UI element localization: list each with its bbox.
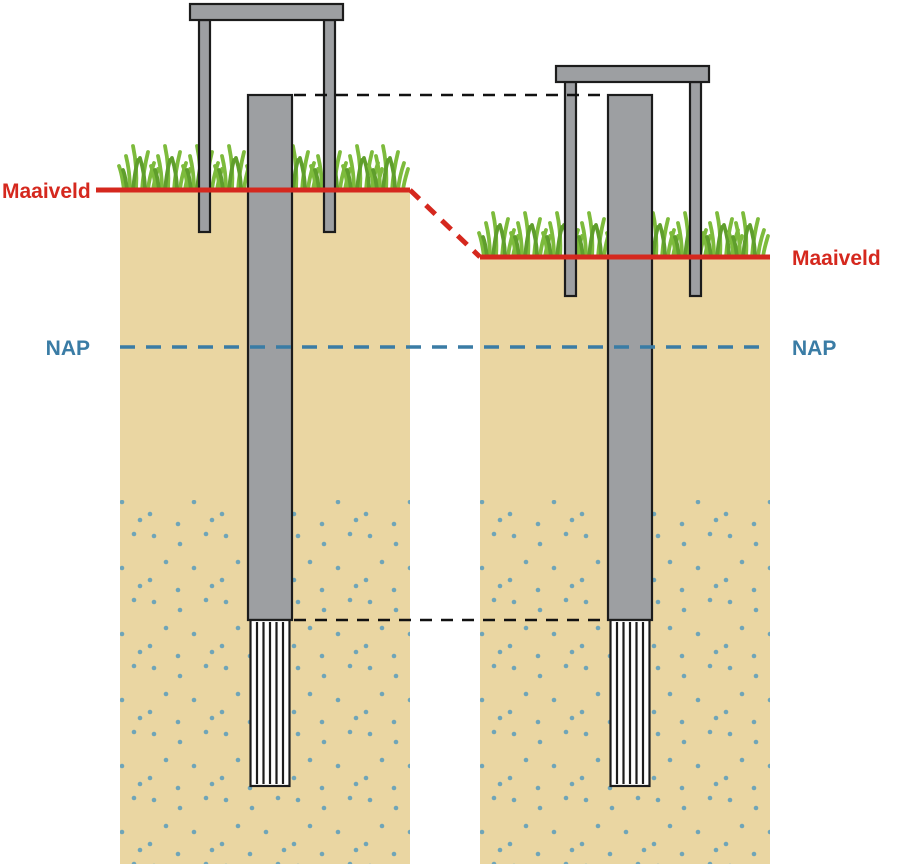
monitoring-well-left <box>188 2 345 788</box>
well-cap-leg-left <box>563 80 578 298</box>
well-cap-top-right <box>554 64 711 84</box>
well-filter-left <box>249 618 291 788</box>
well-cap-leg-right <box>688 80 703 298</box>
maaiveld-label-left: Maaiveld <box>2 180 91 203</box>
well-filter-right <box>609 618 651 788</box>
filter-slots-right <box>615 622 645 784</box>
well-cap-top-left <box>188 2 345 22</box>
maaiveld-line-slope <box>408 188 482 259</box>
well-cap-leg-left <box>197 18 212 234</box>
nap-label-left: NAP <box>46 337 90 360</box>
well-cap-leg-right <box>322 18 337 234</box>
monitoring-well-right <box>554 64 711 788</box>
maaiveld-label-right: Maaiveld <box>792 247 881 270</box>
filter-slots-left <box>255 622 285 784</box>
well-tube-right <box>606 93 654 622</box>
well-tube-left <box>246 93 294 622</box>
nap-label-right: NAP <box>792 337 836 360</box>
